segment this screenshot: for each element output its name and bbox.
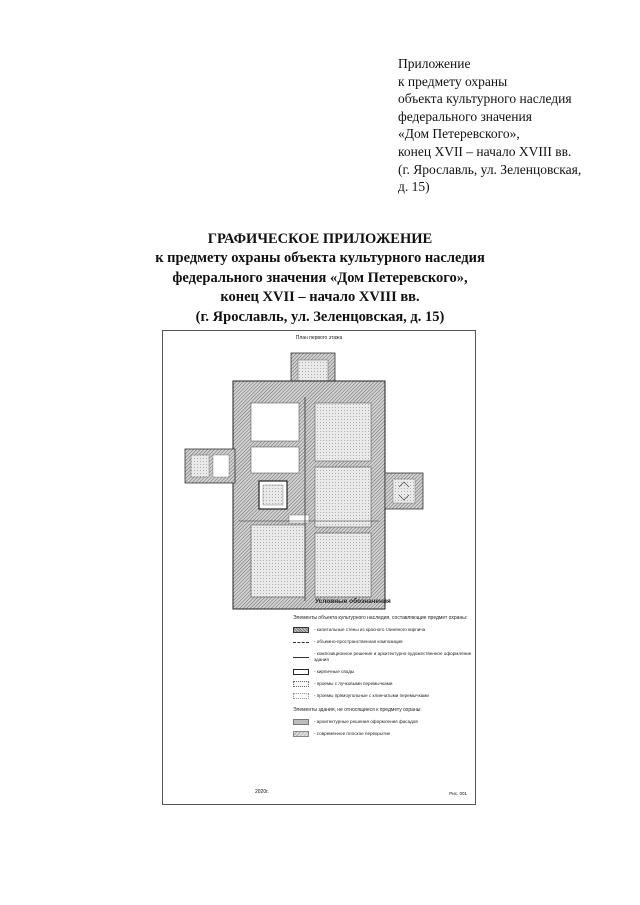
porch-stair bbox=[392, 478, 416, 504]
opening-lintel-icon bbox=[293, 681, 309, 687]
dashed-line-icon bbox=[293, 641, 309, 643]
legend-item-text: - современное плоское перекрытие bbox=[314, 731, 391, 736]
appendix-line: (г. Ярославль, ул. Зеленцовская, bbox=[398, 161, 582, 177]
floor-plan-drawing bbox=[184, 352, 424, 610]
legend-item: - капитальные стены из красного глиняног… bbox=[293, 627, 473, 633]
stair-inner bbox=[262, 484, 284, 506]
appendix-line: конец XVII – начало XVIII вв. bbox=[398, 143, 572, 159]
corridor bbox=[288, 514, 310, 524]
legend-item-text: - композиционное решение и архитектурно-… bbox=[314, 651, 472, 662]
legend-item: - проемы прямоугольные с клинчатыми пере… bbox=[293, 693, 473, 699]
opening-rect-icon bbox=[293, 693, 309, 699]
floor-plan-sheet: План первого этажа bbox=[162, 330, 476, 805]
hatched-wall-icon bbox=[293, 627, 309, 633]
title-line: ГРАФИЧЕСКОЕ ПРИЛОЖЕНИЕ bbox=[207, 231, 433, 247]
legend-item: - объемно-пространственная композиция bbox=[293, 639, 473, 645]
room bbox=[250, 524, 306, 598]
solid-line-icon bbox=[293, 656, 309, 658]
document-title: ГРАФИЧЕСКОЕ ПРИЛОЖЕНИЕ к предмету охраны… bbox=[0, 230, 640, 327]
appendix-note: Приложение к предмету охраны объекта кул… bbox=[398, 55, 638, 196]
legend-title: Условные обозначения bbox=[315, 598, 391, 605]
room bbox=[314, 466, 372, 528]
legend-item: - проемы с лучковыми перемычками bbox=[293, 681, 473, 687]
legend-item-text: - кирпичные своды bbox=[314, 669, 355, 674]
appendix-line: к предмету охраны bbox=[398, 73, 508, 89]
appendix-line: «Дом Петеревского», bbox=[398, 126, 520, 142]
modern-floor-icon bbox=[293, 731, 309, 737]
legend-section-protected: Элементы объекта культурного наследия, с… bbox=[293, 615, 468, 621]
appendix-line: федерального значения bbox=[398, 108, 532, 124]
legend-item-text: - проемы с лучковыми перемычками bbox=[314, 681, 393, 686]
plan-year: 2020г. bbox=[255, 789, 269, 795]
title-line: к предмету охраны объекта культурного на… bbox=[155, 250, 485, 267]
figure-number: Рис. 001 bbox=[449, 791, 467, 796]
legend-item-text: - капитальные стены из красного глиняног… bbox=[314, 627, 426, 632]
legend-item: - кирпичные своды bbox=[293, 669, 473, 675]
legend-item-text: - архитектурные решения оформления фасад… bbox=[314, 719, 418, 724]
annex-room bbox=[190, 454, 210, 478]
room bbox=[314, 402, 372, 462]
legend-section-unprotected: Элементы здания, не относящиеся к предме… bbox=[293, 707, 422, 713]
legend-item: - архитектурные решения оформления фасад… bbox=[293, 719, 473, 725]
title-line: конец XVII – начало XVIII вв. bbox=[220, 289, 420, 306]
room bbox=[250, 446, 300, 474]
legend-item: - современное плоское перекрытие bbox=[293, 731, 473, 737]
legend-item-text: - проемы прямоугольные с клинчатыми пере… bbox=[314, 693, 429, 698]
stair-arrow-icon bbox=[398, 481, 410, 501]
title-line: федерального значения «Дом Петеревского»… bbox=[172, 269, 468, 286]
plan-legend: Условные обозначения Элементы объекта ку… bbox=[293, 598, 473, 743]
legend-item-text: - объемно-пространственная композиция bbox=[314, 639, 403, 644]
title-line: (г. Ярославль, ул. Зеленцовская, д. 15) bbox=[195, 308, 445, 325]
legend-item: - композиционное решение и архитектурно-… bbox=[293, 651, 473, 663]
plan-title: План первого этажа bbox=[295, 335, 343, 341]
room bbox=[314, 532, 372, 598]
appendix-line: объекта культурного наследия bbox=[398, 91, 572, 107]
annex-room bbox=[212, 454, 230, 478]
room bbox=[250, 402, 300, 442]
facade-icon bbox=[293, 719, 309, 725]
vault-icon bbox=[293, 669, 309, 675]
appendix-line: Приложение bbox=[398, 56, 471, 71]
appendix-line: д. 15) bbox=[398, 179, 430, 195]
